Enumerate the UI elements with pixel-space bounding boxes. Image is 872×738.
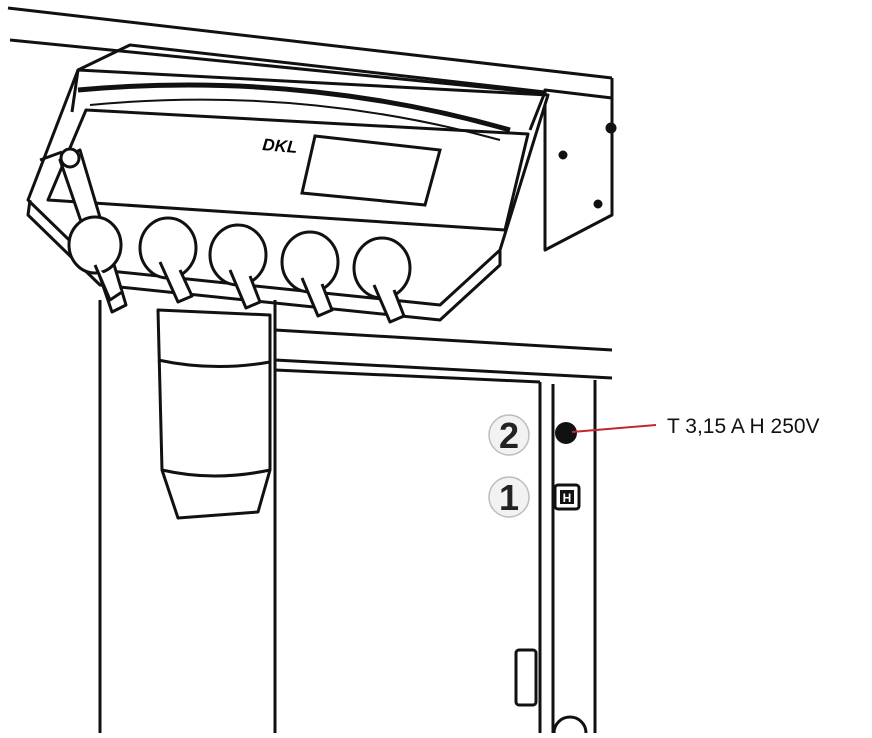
valve-knob-2[interactable] [138, 216, 198, 304]
valve-knob-5[interactable] [352, 236, 412, 324]
valve-knob-4[interactable] [280, 230, 340, 318]
filter-canister [156, 308, 272, 520]
door-handle [514, 648, 538, 707]
valve-knob-3[interactable] [208, 223, 268, 310]
callout-badge-1: 1 [488, 476, 530, 518]
cabinet [98, 300, 613, 733]
top-plate [7, 6, 614, 102]
valve-knobs [67, 215, 412, 324]
power-switch[interactable]: H [553, 483, 581, 511]
brand-logo: DKL [262, 135, 298, 157]
fuse-leader-line [571, 424, 657, 433]
fuse-holder[interactable] [555, 422, 577, 444]
display-screen [300, 134, 442, 207]
callout-number-1: 1 [499, 477, 519, 518]
fuse-spec-label: T 3,15 A H 250V [667, 415, 820, 438]
wall-bracket [543, 88, 617, 252]
callout-number-2: 2 [499, 415, 519, 456]
valve-knob-1[interactable] [67, 215, 123, 302]
door-hinge [552, 715, 588, 738]
switch-symbol: H [563, 491, 572, 505]
callout-badge-2: 2 [488, 414, 530, 456]
